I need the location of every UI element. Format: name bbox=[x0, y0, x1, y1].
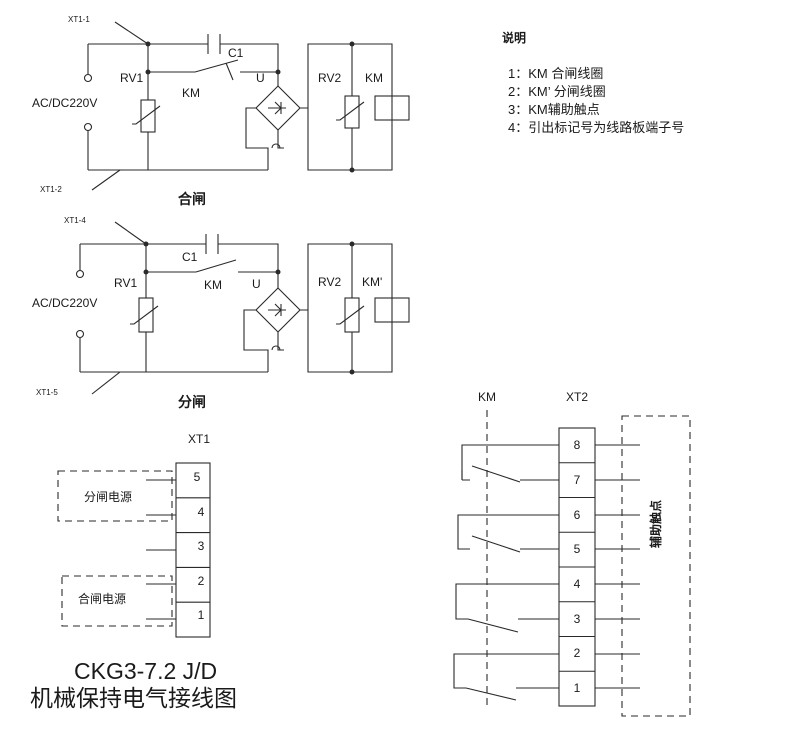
supply-terminal-bottom bbox=[83, 122, 93, 132]
notes-heading: 说明 bbox=[502, 30, 526, 45]
bridge-right-wire bbox=[277, 309, 308, 351]
varistor-rv1 bbox=[138, 297, 154, 333]
xt2-terminal-block: KM XT2 8 7 6 5 4 3 2 1 辅助触点 bbox=[453, 390, 691, 717]
terminal-xt1-5: XT1-5 bbox=[36, 388, 58, 397]
note-item: 3：KM辅助触点 bbox=[508, 102, 600, 117]
xt2-terminal-1: 1 bbox=[574, 681, 581, 695]
coil-label: KM' bbox=[362, 275, 382, 289]
aux-contact-4-3 bbox=[455, 583, 559, 633]
terminal-xt1-2: XT1-2 bbox=[40, 185, 62, 194]
xt1-terminal-block: XT1 5 4 3 2 1 分闸电源 合闸电源 bbox=[57, 432, 211, 638]
terminal-xt1-4: XT1-4 bbox=[64, 216, 86, 225]
km-contact bbox=[148, 59, 278, 81]
top-rail bbox=[80, 243, 279, 272]
supply-terminal-top bbox=[83, 73, 93, 83]
rv2-bar bbox=[336, 101, 365, 121]
km-contact bbox=[146, 259, 278, 273]
open-caption: 分闸 bbox=[178, 394, 206, 410]
rv1-label: RV1 bbox=[114, 276, 137, 290]
contact-label: KM bbox=[182, 86, 200, 100]
xt1-terminal-3: 3 bbox=[198, 539, 205, 553]
open-power-box bbox=[57, 470, 173, 522]
varistor-rv2 bbox=[344, 297, 360, 333]
supply-terminal-top bbox=[75, 269, 85, 279]
varistor-rv2 bbox=[344, 95, 360, 129]
close-circuit: XT1-1 XT1-2 AC/DC220V C1 RV1 KM U RV2 KM… bbox=[32, 15, 410, 207]
rv1-bar bbox=[132, 105, 161, 125]
supply-terminal-bottom bbox=[75, 329, 85, 339]
xt2-label: XT2 bbox=[566, 390, 588, 404]
xt1-wires bbox=[146, 479, 176, 620]
diagram-title: 机械保持电气接线图 bbox=[30, 685, 237, 711]
crossover bbox=[271, 143, 281, 149]
xt1-terminal-1: 1 bbox=[198, 608, 205, 622]
xt1-1-leader bbox=[114, 21, 149, 45]
bridge-right-wire bbox=[277, 107, 308, 149]
open-circuit: XT1-4 XT1-5 AC/DC220V C1 RV1 KM U RV2 KM… bbox=[32, 216, 410, 410]
xt1-2-leader bbox=[91, 169, 121, 191]
xt1-terminal-2: 2 bbox=[198, 574, 205, 588]
output-loop bbox=[307, 43, 393, 171]
close-power-box bbox=[61, 575, 173, 627]
capacitor-label: C1 bbox=[182, 250, 198, 264]
title-block: CKG3-7.2 J/D 机械保持电气接线图 bbox=[30, 658, 237, 711]
xt1-block bbox=[175, 462, 211, 638]
xt2-terminal-3: 3 bbox=[574, 612, 581, 626]
diode-symbol bbox=[268, 101, 286, 115]
capacitor-c1 bbox=[207, 34, 221, 54]
bridge-left-wire bbox=[243, 309, 269, 372]
contact-label: KM bbox=[204, 278, 222, 292]
xt2-terminal-7: 7 bbox=[574, 473, 581, 487]
xt2-terminal-6: 6 bbox=[574, 508, 581, 522]
aux-contact-label: 辅助触点 bbox=[648, 500, 663, 548]
bridge-left-wire bbox=[245, 107, 269, 170]
aux-contact-8-7 bbox=[461, 444, 559, 483]
diode-symbol bbox=[268, 303, 286, 317]
note-item: 1：KM 合闸线圈 bbox=[508, 66, 603, 81]
xt1-5-leader bbox=[91, 371, 121, 395]
xt1-4-leader bbox=[114, 221, 147, 245]
rectifier-label: U bbox=[252, 277, 261, 291]
model-title: CKG3-7.2 J/D bbox=[74, 658, 217, 684]
crossover bbox=[271, 345, 281, 351]
coil-km-prime bbox=[374, 297, 410, 323]
rectifier-label: U bbox=[256, 71, 265, 85]
note-item: 2：KM’ 分闸线圈 bbox=[508, 84, 606, 99]
close-caption: 合闸 bbox=[178, 191, 206, 207]
xt2-terminal-4: 4 bbox=[574, 577, 581, 591]
top-rail bbox=[88, 43, 279, 72]
coil-km bbox=[374, 95, 410, 121]
xt1-label: XT1 bbox=[188, 432, 210, 446]
terminal-xt1-1: XT1-1 bbox=[68, 15, 90, 24]
supply-label: AC/DC220V bbox=[32, 296, 97, 310]
aux-contact-2-1 bbox=[453, 653, 559, 701]
supply-label: AC/DC220V bbox=[32, 96, 97, 110]
capacitor-label: C1 bbox=[228, 46, 244, 60]
xt2-terminal-2: 2 bbox=[574, 646, 581, 660]
rv1-label: RV1 bbox=[120, 71, 143, 85]
rv1-bar bbox=[130, 305, 159, 325]
rv2-label: RV2 bbox=[318, 71, 341, 85]
xt2-terminal-8: 8 bbox=[574, 438, 581, 452]
xt2-terminal-5: 5 bbox=[574, 542, 581, 556]
open-power-label: 分闸电源 bbox=[84, 490, 132, 504]
coil-label: KM bbox=[365, 71, 383, 85]
output-loop bbox=[307, 243, 393, 373]
xt2-right-wires bbox=[595, 444, 640, 689]
capacitor-c1 bbox=[205, 234, 219, 254]
note-item: 4：引出标记号为线路板端子号 bbox=[508, 120, 684, 135]
aux-contact-6-5 bbox=[457, 514, 559, 553]
aux-contact-box bbox=[621, 415, 691, 717]
rv2-label: RV2 bbox=[318, 275, 341, 289]
varistor-rv1 bbox=[140, 99, 156, 133]
xt2-dividers bbox=[559, 462, 595, 672]
rv2-bar bbox=[336, 305, 365, 325]
close-power-label: 合闸电源 bbox=[78, 591, 126, 606]
notes: 说明 1：KM 合闸线圈 2：KM’ 分闸线圈 3：KM辅助触点 4：引出标记号… bbox=[502, 30, 684, 135]
xt1-terminal-4: 4 bbox=[198, 505, 205, 519]
km-label: KM bbox=[478, 390, 496, 404]
xt1-terminal-5: 5 bbox=[194, 470, 201, 484]
xt1-dividers bbox=[176, 497, 210, 603]
